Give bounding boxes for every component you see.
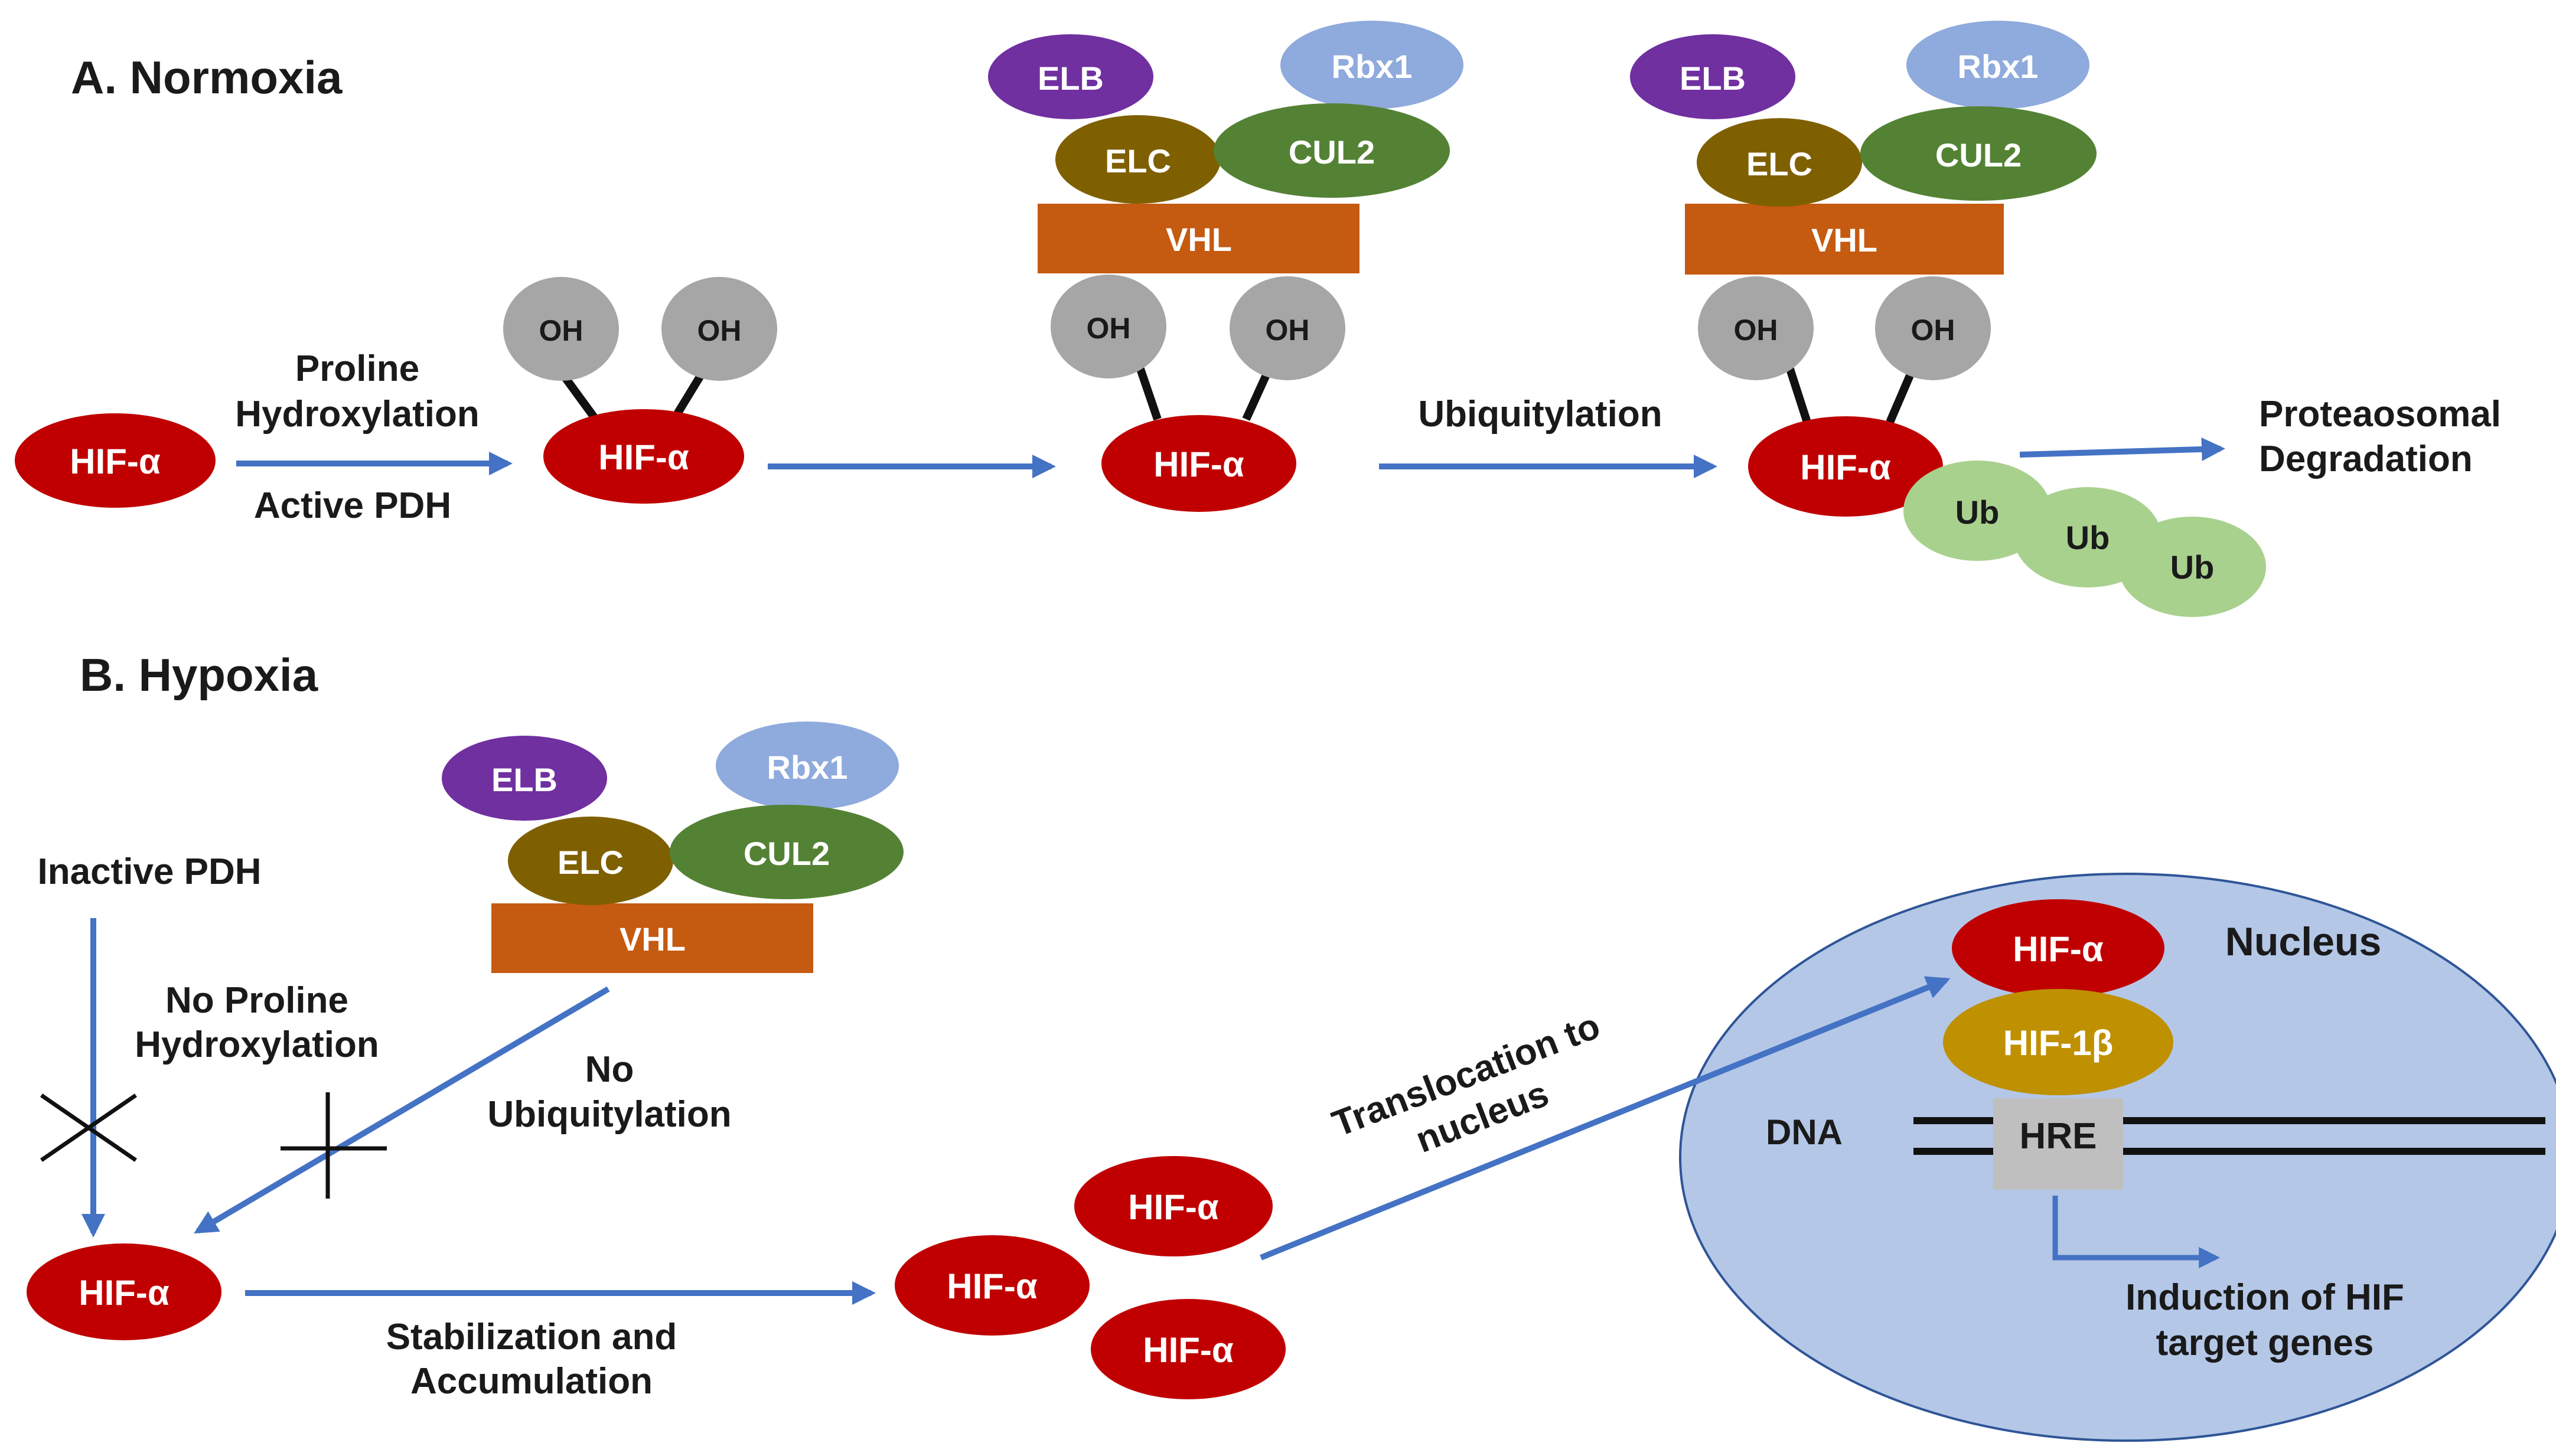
svg-text:Ub: Ub: [1955, 494, 2000, 531]
svg-text:HIF-α: HIF-α: [947, 1266, 1038, 1306]
ubiquitylation-label: Ubiquitylation: [1418, 394, 1662, 435]
stabilization-label-line1: Stabilization and: [386, 1317, 677, 1357]
oh-group: [503, 277, 619, 381]
induction-label-line1: Induction of HIF: [2125, 1277, 2404, 1318]
svg-text:HIF-α: HIF-α: [1153, 445, 1244, 484]
svg-text:HIF-1β: HIF-1β: [2003, 1023, 2114, 1063]
svg-text:HIF-α: HIF-α: [1143, 1330, 1234, 1370]
svg-text:OH: OH: [1087, 312, 1131, 345]
svg-text:ELB: ELB: [491, 761, 558, 798]
translocation-label: Translocation to nucleus: [1327, 1006, 1606, 1161]
svg-text:CUL2: CUL2: [1935, 136, 2022, 174]
svg-text:OH: OH: [1266, 314, 1310, 347]
svg-text:HIF-α: HIF-α: [2013, 929, 2104, 969]
arrow-degradation: [2019, 437, 2225, 461]
svg-text:Rbx1: Rbx1: [1958, 48, 2039, 85]
elc: [1697, 118, 1862, 207]
elb: [442, 736, 607, 821]
svg-text:OH: OH: [1734, 314, 1778, 347]
svg-text:Rbx1: Rbx1: [767, 749, 848, 786]
hif-1beta: HIF-1β: [1943, 989, 2173, 1095]
hre-box: [1993, 1098, 2123, 1190]
svg-text:ELB: ELB: [1038, 60, 1104, 97]
vhl-complex-hypoxia: VHL ELB Rbx1 ELC CUL2: [442, 722, 904, 973]
oh-group: [1698, 276, 1814, 380]
no-ubiquitylation-line2: Ubiquitylation: [487, 1094, 731, 1135]
arrow-vhl-no-binding: [194, 986, 610, 1234]
rbx1: [1906, 21, 2089, 109]
section-title-normoxia: A. Normoxia: [71, 51, 343, 103]
vhl-box: [491, 903, 813, 973]
vhl-complex-normoxia-1: OH OH HIF-α VHL ELB Rbx1 ELC CUL2: [988, 21, 1463, 512]
svg-text:ELB: ELB: [1680, 60, 1746, 97]
svg-text:VHL: VHL: [1166, 221, 1232, 258]
rbx1: [716, 722, 899, 810]
svg-text:CUL2: CUL2: [744, 835, 830, 872]
no-ubiquitylation-line1: No: [585, 1049, 634, 1090]
hif-alpha-accumulated: HIF-α HIF-α HIF-α: [895, 1156, 1286, 1399]
cul2: [1860, 106, 2097, 201]
proline-hydroxylation-label-line2: Hydroxylation: [235, 394, 479, 435]
hif-alpha-hydroxylated: OH OH HIF-α: [503, 277, 777, 504]
svg-text:HIF-α: HIF-α: [1800, 448, 1891, 487]
svg-text:Ub: Ub: [2170, 549, 2215, 586]
hif-alpha-nuclear: HIF-α: [1952, 899, 2164, 997]
elc: [1055, 115, 1221, 204]
svg-text:ELC: ELC: [1746, 145, 1812, 182]
ub: [1903, 461, 2051, 561]
svg-text:OH: OH: [539, 314, 583, 347]
svg-text:Ub: Ub: [2066, 519, 2110, 556]
oh-group: [661, 277, 777, 381]
svg-text:CUL2: CUL2: [1289, 133, 1375, 171]
vhl-box: [1685, 204, 2004, 275]
elc: [508, 817, 673, 905]
svg-text:HIF-α: HIF-α: [598, 438, 689, 477]
vhl-box: [1038, 204, 1359, 273]
vhl-complex-ubiquitylated: OH OH HIF-α VHL ELB Rbx1 ELC CUL2 Ub Ub …: [1630, 21, 2266, 617]
svg-text:HIF-α: HIF-α: [79, 1273, 169, 1313]
active-pdh-label: Active PDH: [254, 485, 451, 526]
svg-text:ELC: ELC: [558, 844, 624, 881]
svg-text:HIF-α: HIF-α: [70, 442, 161, 481]
oh-group: [1875, 276, 1991, 380]
elb: [1630, 34, 1795, 119]
dna-label: DNA: [1766, 1112, 1843, 1152]
proline-hydroxylation-label-line1: Proline: [295, 348, 419, 389]
no-proline-hydroxylation-line2: Hydroxylation: [135, 1024, 379, 1065]
svg-text:OH: OH: [697, 314, 742, 347]
rbx1: [1280, 21, 1463, 109]
section-title-hypoxia: B. Hypoxia: [80, 649, 318, 701]
stabilization-label-line2: Accumulation: [410, 1361, 653, 1402]
proteasomal-degradation-label-line2: Degradation: [2259, 439, 2473, 479]
elb: [988, 34, 1153, 119]
hif-alpha-normoxia-1: HIF-α: [15, 413, 216, 508]
proteasomal-degradation-label-line1: Proteaosomal: [2259, 394, 2501, 435]
svg-text:ELC: ELC: [1105, 142, 1171, 179]
svg-text:Rbx1: Rbx1: [1332, 48, 1413, 85]
oh-group: [1230, 276, 1345, 380]
svg-text:HIF-α: HIF-α: [1128, 1187, 1219, 1227]
arrow-translocation: [1260, 976, 1951, 1261]
induction-label-line2: target genes: [2156, 1323, 2374, 1363]
cul2: [670, 805, 904, 899]
oh-group: [1051, 275, 1166, 378]
blocked-cross-ubiquitylation: [281, 1092, 387, 1199]
blocked-cross-hydroxylation: [40, 1093, 137, 1162]
hif-alpha-stable: HIF-α: [27, 1243, 221, 1340]
no-proline-hydroxylation-line1: No Proline: [165, 980, 348, 1021]
arrow-induction: [2052, 1196, 2221, 1268]
svg-text:OH: OH: [1911, 314, 1955, 347]
svg-text:VHL: VHL: [620, 920, 686, 958]
inactive-pdh-label: Inactive PDH: [37, 851, 261, 892]
svg-text:VHL: VHL: [1811, 221, 1877, 259]
cul2: [1214, 103, 1450, 198]
hre-label: HRE: [2020, 1116, 2097, 1157]
nucleus-label: Nucleus: [2225, 919, 2382, 964]
